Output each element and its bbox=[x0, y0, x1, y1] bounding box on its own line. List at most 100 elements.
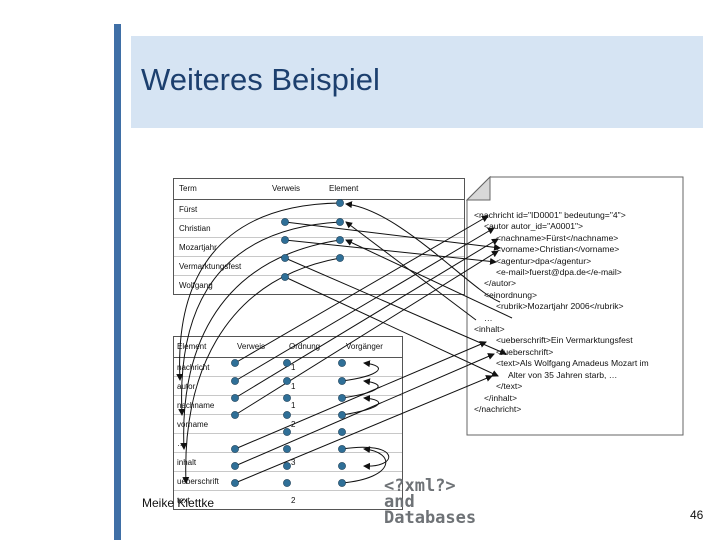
xml-line: </inhalt> bbox=[484, 392, 517, 403]
xml-line: <rubrik>Mozartjahr 2006</rubrik> bbox=[496, 301, 624, 312]
term-element-dot bbox=[336, 199, 344, 207]
term-verweis-dot bbox=[281, 218, 289, 226]
link-term-document bbox=[284, 221, 501, 251]
ordnung-cell: 2 bbox=[291, 496, 296, 505]
ordnung-cell: 1 bbox=[291, 401, 296, 410]
slide-title: Weiteres Beispiel bbox=[141, 62, 380, 97]
ordnung-cell: 1 bbox=[291, 363, 296, 372]
element-verweis-dot bbox=[231, 377, 239, 385]
element-verweis-dot bbox=[231, 359, 239, 367]
table-row: ueberschrift bbox=[174, 472, 402, 491]
xml-document-text: <nachricht id="ID0001" bedeutung="4"> <a… bbox=[470, 210, 684, 415]
term-cell: Christian bbox=[179, 224, 211, 233]
element-vorgaenger-dot bbox=[338, 428, 346, 436]
xml-line: <nachname>Fürst</nachname> bbox=[496, 232, 619, 243]
table-row: text 2 bbox=[174, 491, 402, 509]
link-element-document bbox=[234, 227, 495, 382]
xml-line: <autor autor_id="A0001"> bbox=[484, 221, 584, 232]
vorgaenger-col-header: Vorgänger bbox=[346, 342, 383, 351]
element-verweis-dot bbox=[231, 411, 239, 419]
term-cell: Fürst bbox=[179, 205, 198, 214]
link-term-element bbox=[180, 239, 341, 450]
ordnung-cell: 1 bbox=[291, 382, 296, 391]
element-verweis-dot bbox=[231, 445, 239, 453]
term-element-dot bbox=[336, 236, 344, 244]
xml-line: <ueberschrift>Ein Vermarktungsfest bbox=[496, 335, 633, 346]
term-table-header: Term Verweis Element bbox=[174, 179, 464, 200]
element-ordnung-dot bbox=[283, 411, 291, 419]
xml-and-databases-logo: <?xml?> and Databases bbox=[384, 476, 477, 528]
element-col-header: Element bbox=[177, 342, 207, 351]
link-document-term bbox=[345, 239, 513, 319]
element-col-header: Element bbox=[329, 184, 359, 193]
table-row: Vermarktungsfest bbox=[174, 257, 464, 276]
title-bar bbox=[131, 36, 703, 128]
element-name-cell: autor bbox=[177, 382, 196, 391]
table-row: nachricht 1 bbox=[174, 358, 402, 377]
element-vorgaenger-dot bbox=[338, 462, 346, 470]
term-cell: Mozartjahr bbox=[179, 243, 217, 252]
element-name-cell: text bbox=[177, 496, 190, 505]
term-cell: Wolfgang bbox=[179, 281, 213, 290]
xml-line: … bbox=[484, 312, 493, 323]
element-name-cell: nachname bbox=[177, 401, 215, 410]
link-term-element bbox=[176, 202, 341, 381]
link-predecessor bbox=[341, 360, 379, 382]
link-term-element bbox=[182, 257, 341, 484]
element-verweis-dot bbox=[231, 462, 239, 470]
element-name-cell: nachricht bbox=[177, 363, 210, 372]
logo-line: and bbox=[384, 492, 415, 512]
element-ordnung-dot bbox=[283, 462, 291, 470]
element-ordnung-dot bbox=[283, 445, 291, 453]
term-element-dot bbox=[336, 254, 344, 262]
link-term-document bbox=[284, 276, 499, 377]
ordnung-col-header: Ordnung bbox=[289, 342, 321, 351]
xml-line: <einordnung> bbox=[484, 289, 538, 300]
term-verweis-dot bbox=[281, 236, 289, 244]
element-vorgaenger-dot bbox=[338, 394, 346, 402]
link-element-document bbox=[234, 215, 489, 364]
xml-line: </ueberschrift> bbox=[496, 346, 554, 357]
logo-line: <?xml?> bbox=[384, 476, 456, 496]
link-predecessor bbox=[341, 446, 390, 470]
element-vorgaenger-dot bbox=[338, 377, 346, 385]
term-col-header: Term bbox=[179, 184, 197, 193]
table-row: Fürst bbox=[174, 200, 464, 219]
element-ordnung-dot bbox=[283, 479, 291, 487]
logo-line: Databases bbox=[384, 508, 477, 528]
table-row: Christian bbox=[174, 219, 464, 238]
link-element-document bbox=[234, 341, 487, 450]
element-name-cell: ueberschrift bbox=[177, 477, 219, 486]
element-vorgaenger-dot bbox=[338, 445, 346, 453]
xml-line: </autor> bbox=[484, 278, 517, 289]
element-vorgaenger-dot bbox=[338, 359, 346, 367]
link-predecessor bbox=[341, 446, 387, 484]
element-name-cell: inhalt bbox=[177, 458, 197, 467]
link-term-document bbox=[284, 239, 497, 265]
xml-line: </text> bbox=[496, 381, 523, 392]
element-name-cell: vorname bbox=[177, 420, 209, 429]
table-row: Wolfgang bbox=[174, 276, 464, 294]
link-term-element bbox=[178, 221, 341, 416]
link-element-document bbox=[234, 375, 493, 484]
xml-line: <nachricht id="ID0001" bedeutung="4"> bbox=[474, 210, 626, 220]
element-ordnung-dot bbox=[283, 359, 291, 367]
term-cell: Vermarktungsfest bbox=[179, 262, 242, 271]
table-row: Mozartjahr bbox=[174, 238, 464, 257]
link-document-term bbox=[345, 201, 501, 303]
link-element-document bbox=[234, 238, 499, 399]
xml-line: <e-mail>fuerst@dpa.de</e-mail> bbox=[496, 267, 622, 278]
element-ordnung-dot bbox=[283, 377, 291, 385]
term-verweis-dot bbox=[281, 273, 289, 281]
element-ordnung-dot bbox=[283, 394, 291, 402]
xml-line: <text>Als Wolfgang Amadeus Mozart im bbox=[496, 358, 649, 369]
left-accent-bar bbox=[114, 24, 121, 540]
element-vorgaenger-dot bbox=[338, 411, 346, 419]
element-verweis-dot bbox=[231, 479, 239, 487]
xml-line: Alter von 35 Jahren starb, … bbox=[508, 369, 618, 380]
link-element-document bbox=[234, 250, 499, 416]
verweis-col-header: Verweis bbox=[237, 342, 266, 351]
element-verweis-dot bbox=[231, 394, 239, 402]
